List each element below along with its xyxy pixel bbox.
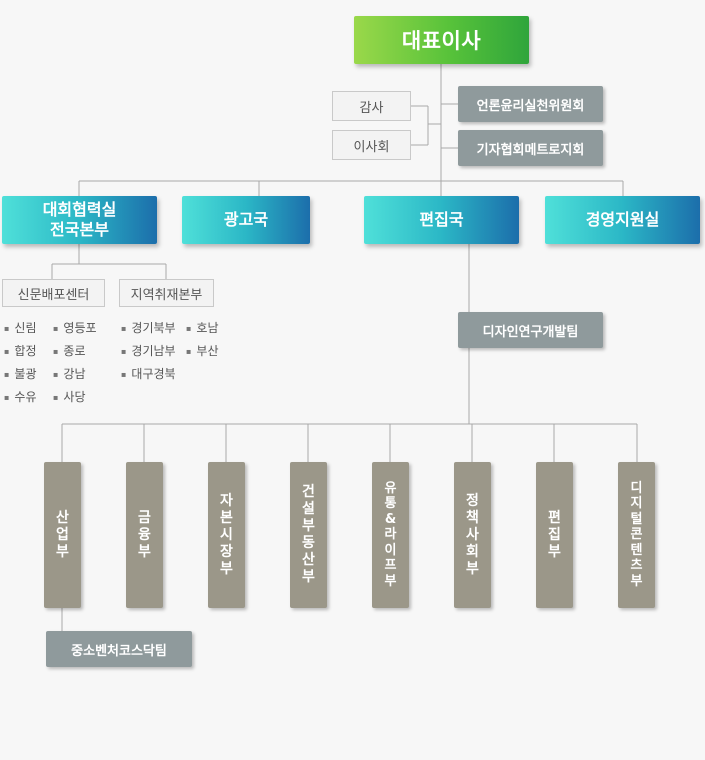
dept-char: 업 [56,526,69,543]
design-team-box: 디자인연구개발팀 [458,312,603,348]
dept-advertising: 광고국 [182,196,310,244]
dept-char: 프 [384,558,397,574]
list-item: 대구경북 [121,365,175,382]
dept-char: 회 [466,543,479,560]
dept-char: 부 [384,573,397,589]
dept-char: 금 [138,509,151,526]
dept-char: 부 [302,518,315,534]
dept-char: 지 [630,496,643,512]
dept-char: 유 [384,480,397,496]
dept-char: 본 [220,509,233,526]
dept-char: 장 [220,543,233,560]
dept-char: 책 [466,509,479,526]
ceo-box: 대표이사 [354,16,529,64]
list-item: 부산 [186,342,218,359]
dept-char: 집 [548,526,561,543]
dept-national-hq: 대회협력실 전국본부 [2,196,157,244]
dept-char: 부 [138,543,151,560]
dept-editorial: 편집국 [364,196,519,244]
regional-bureau-box: 지역취재본부 [119,279,214,307]
dept-char: 편 [548,509,561,526]
dept-char: 통 [384,496,397,512]
dept-char: 부 [630,573,643,589]
list-item: 합정 [4,342,36,359]
dept-char: 건 [302,484,315,500]
dept-national-hq-line1: 대회협력실 [42,200,117,219]
dept-char: 부 [548,543,561,560]
distribution-center-box: 신문배포센터 [2,279,105,307]
dept-char: 털 [630,511,643,527]
dept-management: 경영지원실 [545,196,700,244]
dept-char: 시 [220,526,233,543]
dept-char: 자 [220,492,233,509]
sme-venture-kosdaq-team-box: 중소벤처코스닥팀 [46,631,192,667]
list-item: 강남 [53,365,85,382]
list-item: 수유 [4,388,36,405]
ethics-committee-box: 언론윤리실천위원회 [458,86,603,122]
dept-char: 산 [302,552,315,568]
dept-char: 텐 [630,542,643,558]
dept-char: 부 [466,560,479,577]
list-item: 신림 [4,319,36,336]
dept-char: 사 [466,526,479,543]
dept-national-hq-line2: 전국본부 [50,220,109,239]
dept-char: 라 [384,527,397,543]
dept-char: 설 [302,501,315,517]
list-item: 경기남부 [121,342,175,359]
dept-char: 츠 [630,558,643,574]
dept-char: 동 [302,535,315,551]
dept-char: 부 [56,543,69,560]
dept-char: 부 [220,560,233,577]
list-item: 영등포 [53,319,96,336]
dept-char: 부 [302,569,315,585]
list-item: 경기북부 [121,319,175,336]
list-item: 호남 [186,319,218,336]
dept-char: 정 [466,492,479,509]
dept-char: 콘 [630,527,643,543]
list-item: 종로 [53,342,85,359]
dept-char: & [384,511,397,527]
list-item: 불광 [4,365,36,382]
dept-char: 융 [138,526,151,543]
list-item: 사당 [53,388,85,405]
audit-box: 감사 [332,91,411,121]
dept-char: 이 [384,542,397,558]
dept-char: 산 [56,509,69,526]
board-box: 이사회 [332,130,411,160]
dept-char: 디 [630,480,643,496]
press-association-box: 기자협회메트로지회 [458,130,603,166]
